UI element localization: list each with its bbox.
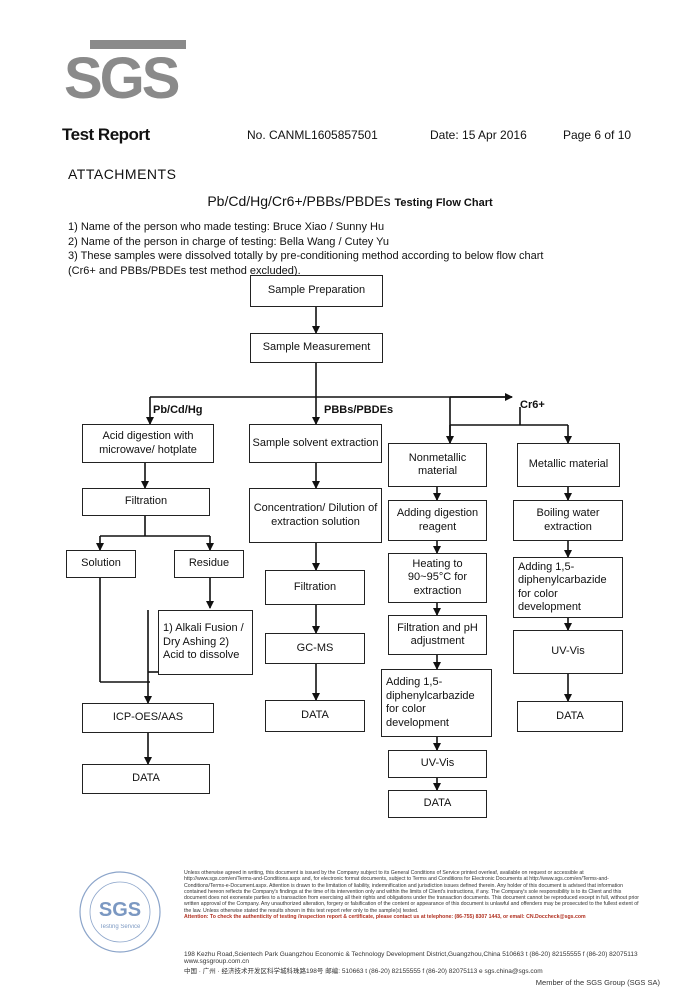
flow-chart-title-main: Pb/Cd/Hg/Cr6+/PBBs/PBDEs: [207, 193, 391, 209]
note-3: 3) These samples were dissolved totally …: [68, 250, 544, 262]
box-adding-digestion-reagent: Adding digestion reagent: [388, 500, 487, 541]
flow-chart-title-suffix: Testing Flow Chart: [394, 197, 493, 209]
page-number: Page 6 of 10: [563, 128, 632, 142]
note-2: 2) Name of the person in charge of testi…: [68, 235, 390, 248]
box-sample-preparation: Sample Preparation: [250, 275, 383, 307]
box-data-4: DATA: [517, 701, 623, 732]
report-title: Test Report: [62, 125, 150, 144]
box-data-2: DATA: [265, 700, 365, 732]
box-icp-oes-aas: ICP-OES/AAS: [82, 703, 214, 733]
box-uv-vis-1: UV-Vis: [388, 750, 487, 778]
note-1: 1) Name of the person who made testing: …: [68, 221, 385, 233]
box-data-1: DATA: [82, 764, 210, 794]
report-number: No. CANML1605857501: [247, 128, 378, 142]
attachments-heading: ATTACHMENTS: [68, 166, 177, 182]
box-acid-digestion: Acid digestion with microwave/ hotplate: [82, 424, 214, 463]
box-sample-solvent-extraction: Sample solvent extraction: [249, 424, 382, 463]
sgs-logo: SGS: [64, 40, 186, 102]
footer-address-en: 198 Kezhu Road,Scientech Park Guangzhou …: [184, 951, 638, 965]
box-nonmetallic-material: Nonmetallic material: [388, 443, 487, 487]
footer-disclaimer-text: Unless otherwise agreed in writing, this…: [184, 870, 639, 914]
box-filtration-ph-adjustment: Filtration and pH adjustment: [388, 615, 487, 655]
footer-disclaimer: Unless otherwise agreed in writing, this…: [184, 870, 644, 920]
svg-text:SGS: SGS: [64, 46, 179, 102]
box-filtration-2: Filtration: [265, 570, 365, 605]
footer-address: 198 Kezhu Road,Scientech Park Guangzhou …: [184, 951, 700, 975]
flow-chart-title: Pb/Cd/Hg/Cr6+/PBBs/PBDEs Testing Flow Ch…: [0, 193, 700, 209]
branch-label-pb-cd-hg: Pb/Cd/Hg: [153, 404, 203, 416]
box-concentration-dilution: Concentration/ Dilution of extraction so…: [249, 488, 382, 543]
box-solution: Solution: [66, 550, 136, 578]
footer-member-text: Member of the SGS Group (SGS SA): [535, 978, 660, 987]
sgs-testing-service-seal: SGS Testing Service: [79, 871, 161, 953]
box-boiling-water-extraction: Boiling water extraction: [513, 500, 623, 541]
svg-text:Testing Service: Testing Service: [100, 924, 141, 930]
box-data-3: DATA: [388, 790, 487, 818]
box-heating-extraction: Heating to 90~95°C for extraction: [388, 553, 487, 603]
footer-address-cn: 中国 · 广州 · 经济技术开发区科学城科珠路198号 邮编: 510663 t…: [184, 968, 543, 975]
box-alkali-fusion: 1) Alkali Fusion / Dry Ashing 2) Acid to…: [158, 610, 253, 675]
report-date: Date: 15 Apr 2016: [430, 128, 527, 142]
branch-label-pbbs-pbdes: PBBs/PBDEs: [324, 404, 394, 416]
footer-attention: Attention: To check the authenticity of …: [184, 914, 586, 921]
box-uv-vis-2: UV-Vis: [513, 630, 623, 674]
notes: 1) Name of the person who made testing: …: [68, 220, 544, 278]
svg-text:SGS: SGS: [99, 899, 141, 921]
box-metallic-material: Metallic material: [517, 443, 620, 487]
box-gc-ms: GC-MS: [265, 633, 365, 664]
box-filtration-1: Filtration: [82, 488, 210, 516]
box-adding-diphenylcarbazide-1: Adding 1,5-diphenylcarbazide for color d…: [381, 669, 492, 737]
branch-label-cr6: Cr6+: [520, 399, 545, 411]
box-sample-measurement: Sample Measurement: [250, 333, 383, 363]
note-4: (Cr6+ and PBBs/PBDEs test method exclude…: [68, 264, 301, 277]
box-adding-diphenylcarbazide-2: Adding 1,5-diphenylcarbazide for color d…: [513, 557, 623, 618]
box-residue: Residue: [174, 550, 244, 578]
